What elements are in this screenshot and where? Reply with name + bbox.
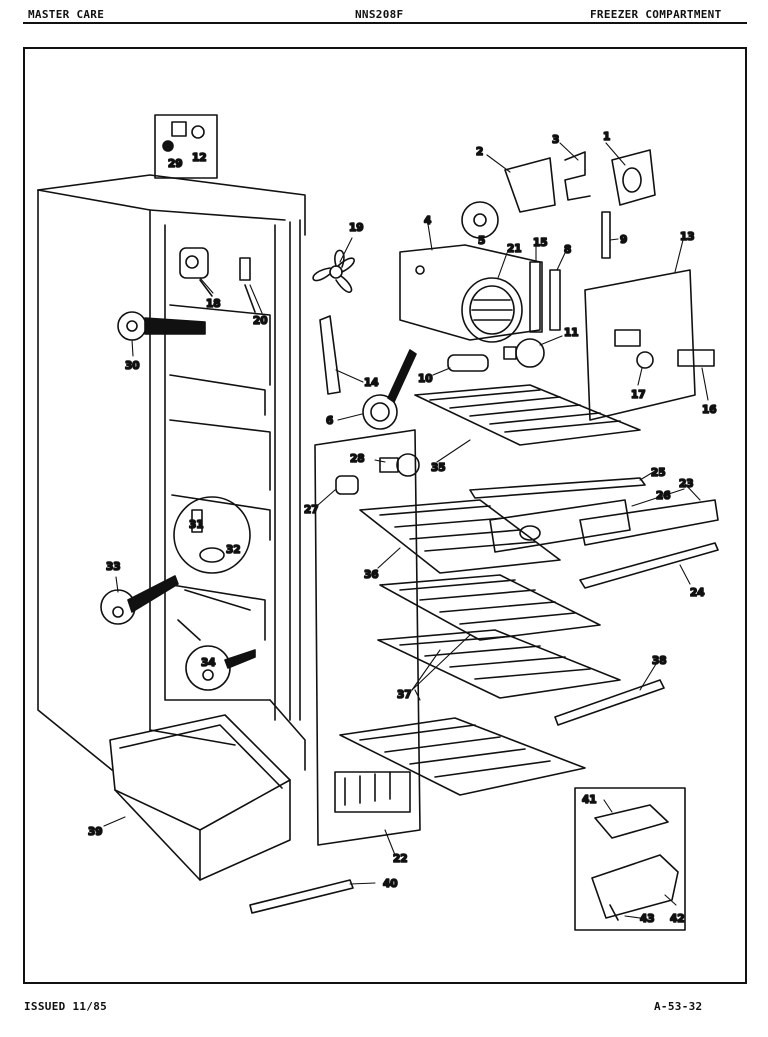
baffle-panel-13 [584,269,715,421]
callout-41: 41 [582,794,597,806]
callout-14: 14 [364,377,379,389]
socket-27 [335,475,359,495]
light-socket-10 [447,354,489,372]
bulb-28 [379,453,420,477]
light-bulb-11 [503,338,545,368]
callout-12: 12 [192,152,207,164]
inset-box-12-29 [154,114,218,179]
inset-circle-31-32 [173,496,251,574]
callout-17: 17 [631,389,646,401]
callout-22: 22 [393,853,408,865]
inset-box-41-42-43 [574,787,686,931]
inset-circle-34 [185,645,256,691]
header-brand: MASTER CARE [28,8,105,21]
callout-2: 2 [476,146,483,158]
bin-39 [109,714,291,881]
footer-page-code: A-53-32 [654,1000,703,1013]
part-9-strip [601,211,611,259]
callout-36: 36 [364,569,379,581]
part-1-cover [611,149,656,206]
fan-blade-19 [312,249,355,293]
rail-25 [469,477,646,499]
callout-8: 8 [564,244,571,256]
switch-20 [239,257,256,313]
callout-18: 18 [206,298,221,310]
header-section: FREEZER COMPARTMENT [590,8,722,21]
callout-3: 3 [552,134,559,146]
part-2-housing [504,157,556,213]
rear-panel-22 [314,429,421,846]
callout-33: 33 [106,561,121,573]
callout-38: 38 [652,655,667,667]
callout-20: 20 [253,315,268,327]
trim-23 [579,499,719,546]
inset-circle-33 [100,575,179,625]
bracket-14 [319,315,341,395]
part-30-cam [117,311,206,341]
shelf-37-upper [379,574,601,641]
callout-25: 25 [651,467,666,479]
callout-34: 34 [201,657,216,669]
shelf-35 [414,384,641,446]
footer-issued: ISSUED 11/85 [24,1000,108,1013]
callout-9: 9 [620,234,627,246]
ice-bin-42 [591,854,679,921]
callout-10: 10 [418,373,433,385]
cabinet-liner-shelves [169,304,271,641]
callout-24: 24 [690,587,705,599]
callout-42: 42 [670,913,685,925]
callout-23: 23 [679,478,694,490]
diagram-frame [23,47,747,984]
callout-37: 37 [397,689,412,701]
trim-38 [554,679,665,726]
shelf-bottom [339,717,586,796]
cabinet-outline [37,174,306,771]
callout-4: 4 [424,215,431,227]
track-24 [579,542,719,589]
header-rule [23,22,747,24]
shelf-37-lower [377,629,621,699]
callout-21: 21 [507,243,522,255]
motor-5 [461,201,499,239]
part-8-channel [549,269,561,331]
gasket-ring-6 [362,349,417,430]
grille-21 [461,277,523,343]
callout-35: 35 [431,462,446,474]
callout-40: 40 [383,878,398,890]
callout-16: 16 [702,404,717,416]
callout-5: 5 [478,235,485,247]
callout-28: 28 [350,453,365,465]
callout-labels: 1 2 3 4 5 6 8 9 10 11 12 13 14 15 16 17 … [87,130,717,926]
callout-43: 43 [640,913,655,925]
callout-6: 6 [326,415,333,427]
callout-31: 31 [189,519,204,531]
callout-29: 29 [168,158,183,170]
callout-13: 13 [680,231,695,243]
grater-41 [594,804,669,839]
callout-26: 26 [656,490,671,502]
callout-11: 11 [564,327,579,339]
leader-lines [103,142,709,919]
header-model: NNS208F [355,8,404,21]
part-3-clip [564,151,591,201]
cover-26 [489,499,631,553]
trim-40 [249,879,354,914]
callout-27: 27 [304,504,319,516]
callout-1: 1 [603,131,610,143]
shelf-36 [359,499,561,574]
callout-30: 30 [125,360,140,372]
callout-19: 19 [349,222,364,234]
control-knob-18 [179,247,213,297]
callout-32: 32 [226,544,241,556]
callout-39: 39 [88,826,103,838]
callout-15: 15 [533,237,548,249]
fan-shroud-4 [399,244,541,341]
inset-parts-12-29 [162,121,205,152]
